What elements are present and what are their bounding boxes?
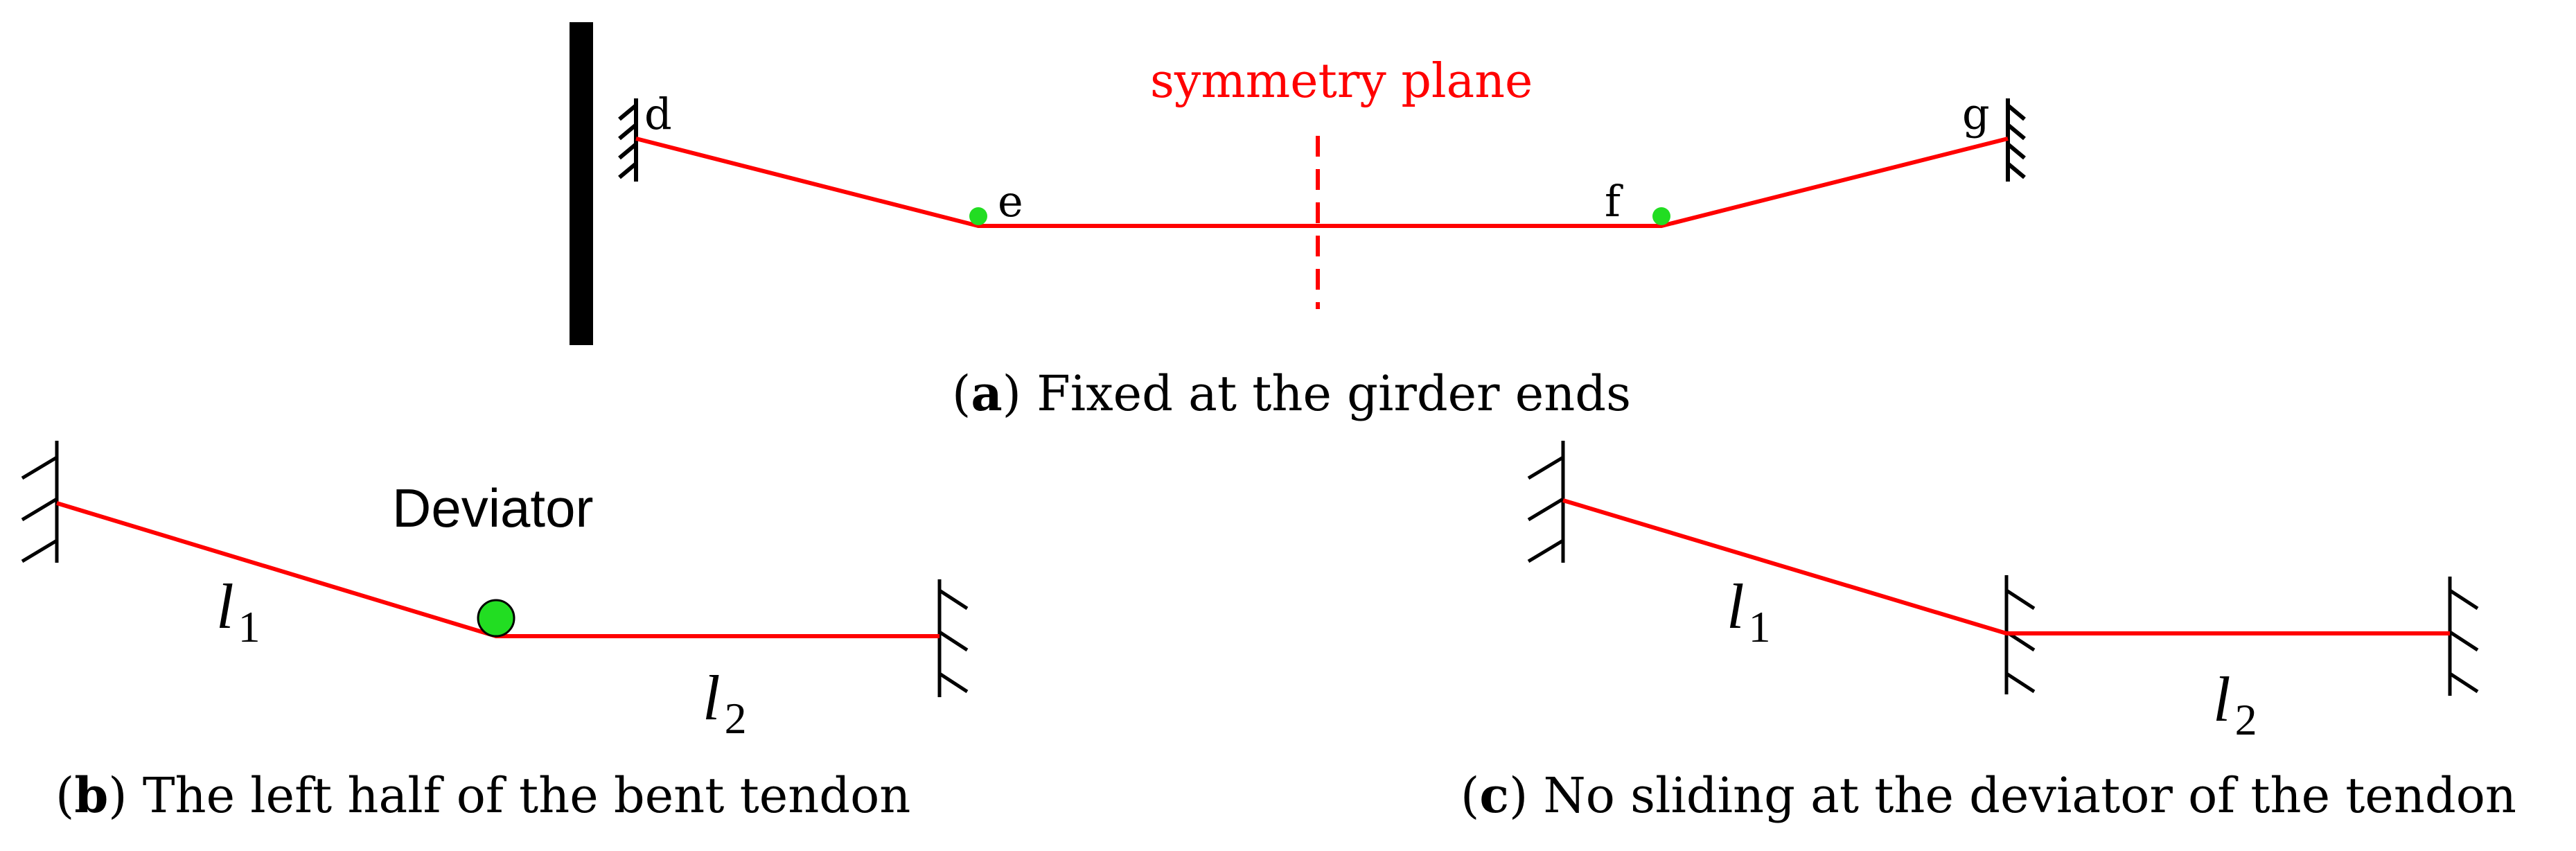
point-f-label: f	[1605, 176, 1623, 227]
panel-a: d e f g symmetry plane (a) Fixed at the …	[570, 22, 2026, 422]
point-g-label: g	[1962, 89, 1990, 139]
panel-b: Deviator l1 l2 (b) The left half of the …	[21, 441, 969, 824]
tendon-c	[1562, 498, 2450, 635]
anchor-d-icon	[618, 98, 638, 182]
length-l2-label-b: l2	[703, 663, 747, 743]
point-d-label: d	[644, 89, 672, 139]
caption-c: (c) No sliding at the deviator of the te…	[1461, 766, 2516, 824]
anchor-g-icon	[2006, 98, 2026, 182]
tendon-a	[635, 137, 2009, 228]
girder-end-wall	[570, 22, 593, 345]
deviator-label: Deviator	[392, 477, 593, 538]
support-c-left-icon	[1527, 441, 1565, 563]
length-l1-label-b: l1	[216, 571, 261, 651]
caption-a: (a) Fixed at the girder ends	[952, 365, 1631, 422]
deviator-e	[969, 207, 987, 225]
length-l1-label-c: l1	[1727, 571, 1771, 651]
support-b-right-icon	[937, 579, 969, 697]
deviator-b	[477, 599, 515, 638]
caption-b: (b) The left half of the bent tendon	[55, 766, 910, 824]
point-e-label: e	[998, 176, 1023, 227]
support-c-right-icon	[2448, 577, 2479, 696]
deviator-f	[1652, 207, 1670, 225]
panel-c: l1 l2 (c) No sliding at the deviator of …	[1461, 441, 2516, 824]
length-l2-label-c: l2	[2213, 664, 2257, 744]
support-b-left-icon	[21, 441, 59, 563]
symmetry-plane-label: symmetry plane	[1150, 54, 1533, 109]
